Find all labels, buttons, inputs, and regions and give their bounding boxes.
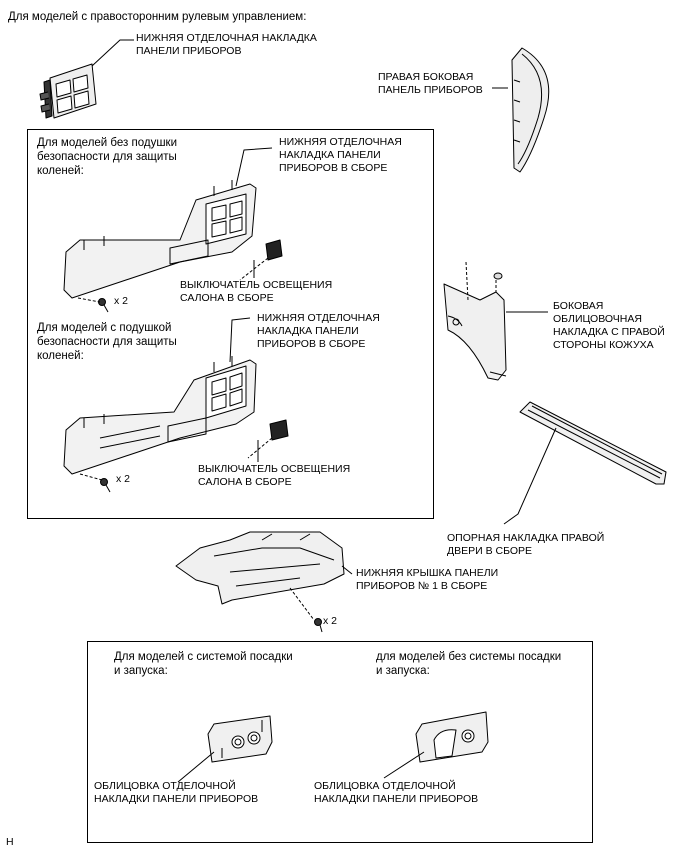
lower-trim-assy-label-1: НИЖНЯЯ ОТДЕЛОЧНАЯ НАКЛАДКА ПАНЕЛИ ПРИБОР… [279,136,402,174]
courtesy-switch-drawing-1 [265,239,283,261]
cowl-clip-drawing [493,272,503,280]
cowl-side-trim-label: БОКОВАЯ ОБЛИЦОВОЧНАЯ НАКЛАДКА С ПРАВОЙ С… [553,300,665,351]
bezel-leader-2 [383,751,425,779]
lower-cover-leader [341,565,353,575]
condition-with-knee-airbag: Для моделей с подушкой безопасности для … [37,322,177,362]
bezel-without-entry-drawing [415,711,489,763]
figure-code: H [6,836,14,848]
screw-dashed-2 [79,473,103,481]
screw-drawing-1 [98,298,109,313]
trim-assy-with-airbag-drawing [63,356,257,475]
courtesy-switch-label-2: ВЫКЛЮЧАТЕЛЬ ОСВЕЩЕНИЯ САЛОНА В СБОРЕ [198,463,351,488]
bezel-leader-1 [177,751,215,783]
quantity-label-1: x 2 [114,295,129,307]
lower-cover-dashed [289,587,315,621]
door-scuff-plate-drawing [519,401,667,485]
trim-assy-no-airbag-drawing [63,180,257,299]
lower-cover-no1-drawing [175,531,345,605]
quantity-label-2: x 2 [116,473,131,485]
bezel-label-2: ОБЛИЦОВКА ОТДЕЛОЧНОЙ НАКЛАДКИ ПАНЕЛИ ПРИ… [314,780,479,805]
entry-system-variants-frame [87,641,593,843]
cowl-dashed [465,261,497,301]
courtesy-switch-drawing-2 [269,419,289,441]
lower-trim-panel-drawing [39,63,97,119]
right-side-panel-label: ПРАВАЯ БОКОВАЯ ПАНЕЛЬ ПРИБОРОВ [378,71,483,96]
lower-trim-panel-leader [91,39,134,67]
bezel-with-entry-drawing [207,715,273,763]
door-scuff-plate-leader [503,427,557,525]
quantity-label-3: x 2 [323,615,338,627]
screw-drawing-2 [100,478,111,493]
trim-assy-leader-1 [235,147,273,187]
condition-without-entry-system: для моделей без системы посадки и запуск… [376,651,562,677]
lower-trim-assy-label-2: НИЖНЯЯ ОТДЕЛОЧНАЯ НАКЛАДКА ПАНЕЛИ ПРИБОР… [257,312,380,350]
screw-drawing-3 [314,618,323,633]
courtesy-switch-label-1: ВЫКЛЮЧАТЕЛЬ ОСВЕЩЕНИЯ САЛОНА В СБОРЕ [180,279,333,304]
right-side-panel-drawing [511,47,550,173]
screw-dashed-1 [77,297,101,303]
bezel-label-1: ОБЛИЦОВКА ОТДЕЛОЧНОЙ НАКЛАДКИ ПАНЕЛИ ПРИ… [94,780,259,805]
trim-assy-leader-2 [229,317,251,363]
lower-trim-panel-label: НИЖНЯЯ ОТДЕЛОЧНАЯ НАКЛАДКА ПАНЕЛИ ПРИБОР… [136,32,317,57]
door-scuff-plate-label: ОПОРНАЯ НАКЛАДКА ПРАВОЙ ДВЕРИ В СБОРЕ [447,532,605,557]
condition-with-entry-system: Для моделей с системой посадки и запуска… [114,651,293,677]
cowl-side-trim-drawing [443,283,507,381]
switch-dashed-2 [247,437,273,459]
lower-cover-no1-label: НИЖНЯЯ КРЫШКА ПАНЕЛИ ПРИБОРОВ № 1 В СБОР… [356,567,499,592]
condition-no-knee-airbag: Для моделей без подушки безопасности для… [37,137,177,177]
page-title: Для моделей с правосторонним рулевым упр… [8,11,307,23]
knee-airbag-variants-frame [27,129,434,519]
